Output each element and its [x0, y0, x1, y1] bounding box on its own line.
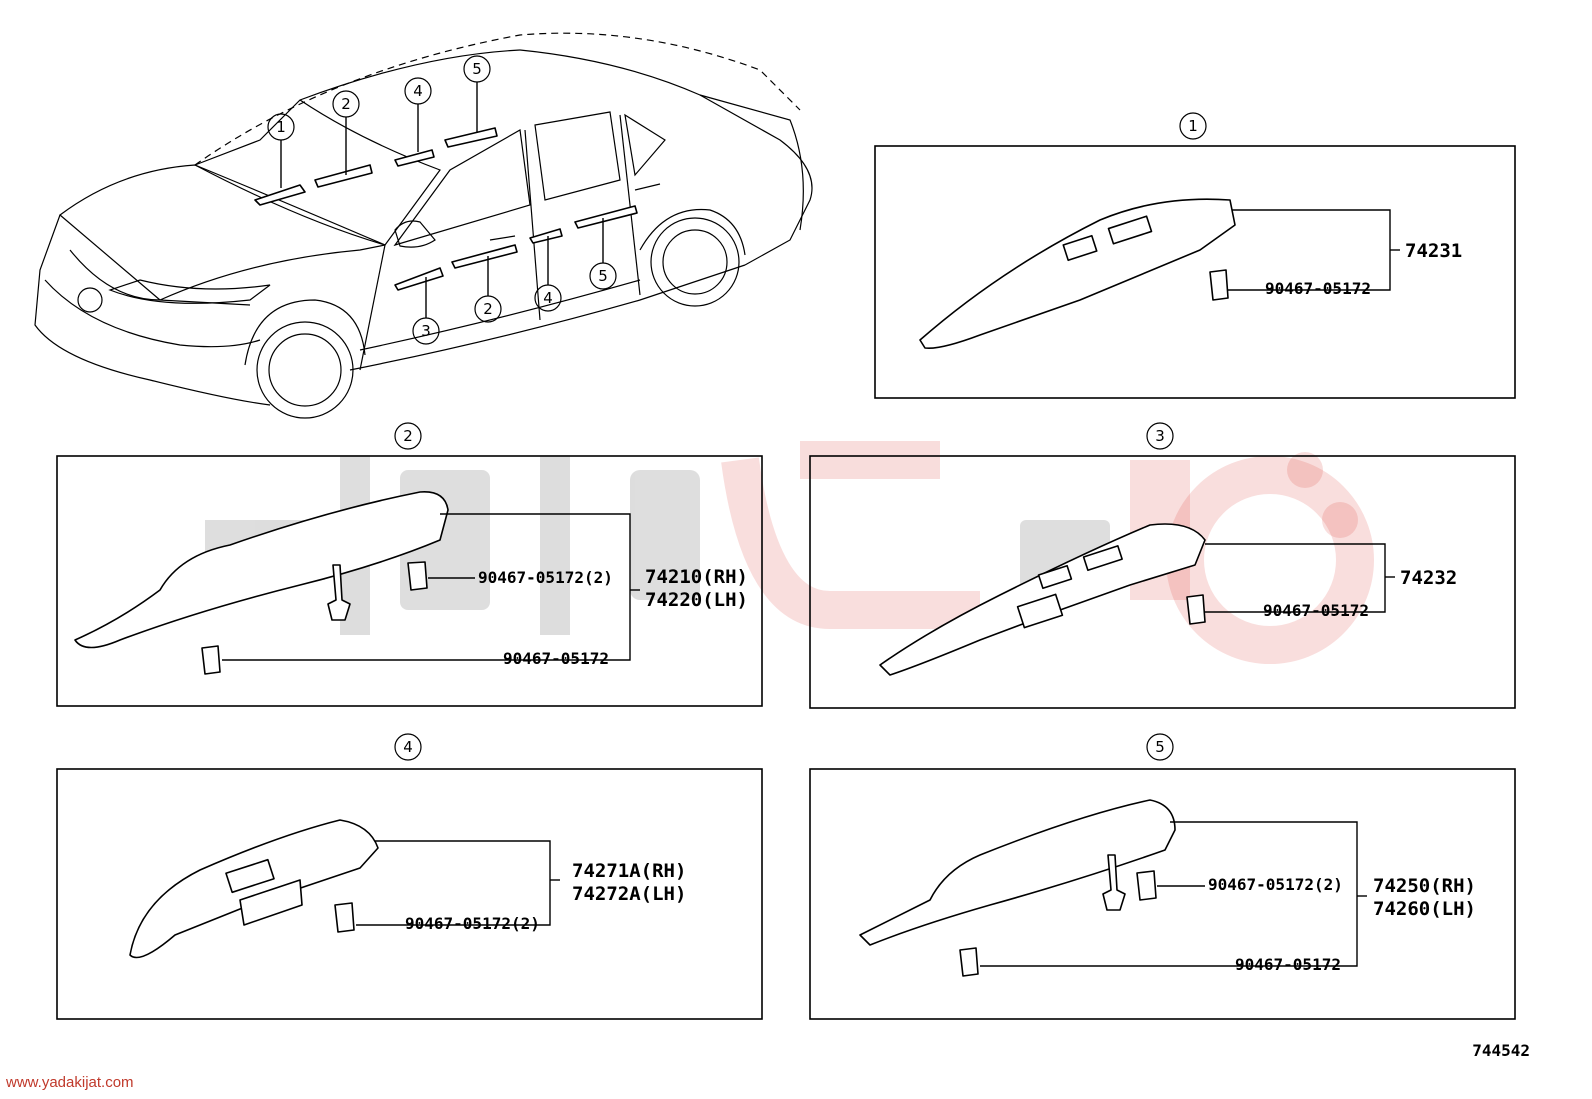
svg-text:5: 5	[598, 267, 608, 285]
panel-4: 4 90467-05172(2) 74271A(RH) 74272A(LH)	[56, 733, 763, 1020]
panel-3: 3 74232 90467-05172	[809, 422, 1516, 709]
panel-1-clip-number: 90467-05172	[1265, 279, 1371, 298]
svg-text:5: 5	[472, 60, 482, 78]
panel-5-clip-a	[1136, 870, 1157, 901]
callout-2b: 2	[474, 295, 502, 323]
panel-4-trim	[129, 819, 379, 959]
svg-text:2: 2	[483, 300, 493, 318]
watermark-url: www.yadakijat.com	[6, 1074, 134, 1091]
panel-5: 5 90467-05172(2) 90467-05172 74250(RH) 7…	[809, 733, 1516, 1020]
svg-text:2: 2	[341, 95, 351, 113]
panel-2-clip-a	[407, 561, 428, 591]
panel-1-clip	[1209, 269, 1229, 301]
panel-2-part-lh: 74220(LH)	[645, 589, 748, 611]
panel-3-part-number: 74232	[1400, 567, 1457, 589]
svg-text:3: 3	[421, 322, 431, 340]
panel-2-part-rh: 74210(RH)	[645, 566, 748, 588]
callout-3: 3	[412, 317, 440, 345]
panel-5-clip-b	[959, 947, 979, 977]
panel-2-clip-b	[201, 645, 221, 675]
panel-5-part-lh: 74260(LH)	[1373, 898, 1476, 920]
callout-4: 4	[404, 77, 432, 105]
panel-1-title: 1	[1188, 117, 1198, 135]
diagram-id: 744542	[1472, 1041, 1530, 1060]
callout-5b: 5	[589, 262, 617, 290]
panel-4-clip-number: 90467-05172(2)	[405, 914, 540, 933]
panel-4-part-rh: 74271A(RH)	[572, 860, 686, 882]
svg-text:1: 1	[276, 118, 286, 136]
panel-2: 2 90467-05172(2) 90467-05172 74210(RH) 7…	[56, 422, 763, 707]
callout-1: 1	[267, 113, 295, 141]
panel-1-part-number: 74231	[1405, 240, 1462, 262]
panel-3-frame	[809, 455, 1516, 709]
panel-2-frame	[56, 455, 763, 707]
panel-2-title: 2	[403, 427, 413, 445]
panel-4-clip	[334, 902, 355, 933]
panel-3-clip-number: 90467-05172	[1263, 601, 1369, 620]
svg-text:4: 4	[543, 289, 553, 307]
panel-5-title: 5	[1155, 738, 1165, 756]
panel-5-frame	[809, 768, 1516, 1020]
panel-1-trim	[919, 198, 1236, 350]
panel-4-part-lh: 74272A(LH)	[572, 883, 686, 905]
panel-3-title: 3	[1155, 427, 1165, 445]
callout-5: 5	[463, 55, 491, 83]
panel-5-part-rh: 74250(RH)	[1373, 875, 1476, 897]
panel-1: 1 74231 90467-05172	[874, 112, 1516, 399]
panel-4-frame	[56, 768, 763, 1020]
panel-5-clip-a-number: 90467-05172(2)	[1208, 875, 1343, 894]
panel-3-clip	[1186, 594, 1206, 625]
svg-text:4: 4	[413, 82, 423, 100]
callout-4b: 4	[534, 284, 562, 312]
panel-1-frame	[874, 145, 1516, 399]
callout-2: 2	[332, 90, 360, 118]
panel-2-trim	[74, 491, 449, 649]
panel-2-clip-a-number: 90467-05172(2)	[478, 568, 613, 587]
panel-5-trim	[859, 799, 1176, 946]
panel-4-title: 4	[403, 738, 413, 756]
panel-2-clip-b-number: 90467-05172	[503, 649, 609, 668]
panel-5-clip-b-number: 90467-05172	[1235, 955, 1341, 974]
car-illustration: 1 2 4 5 3 2 4 5	[34, 32, 813, 419]
